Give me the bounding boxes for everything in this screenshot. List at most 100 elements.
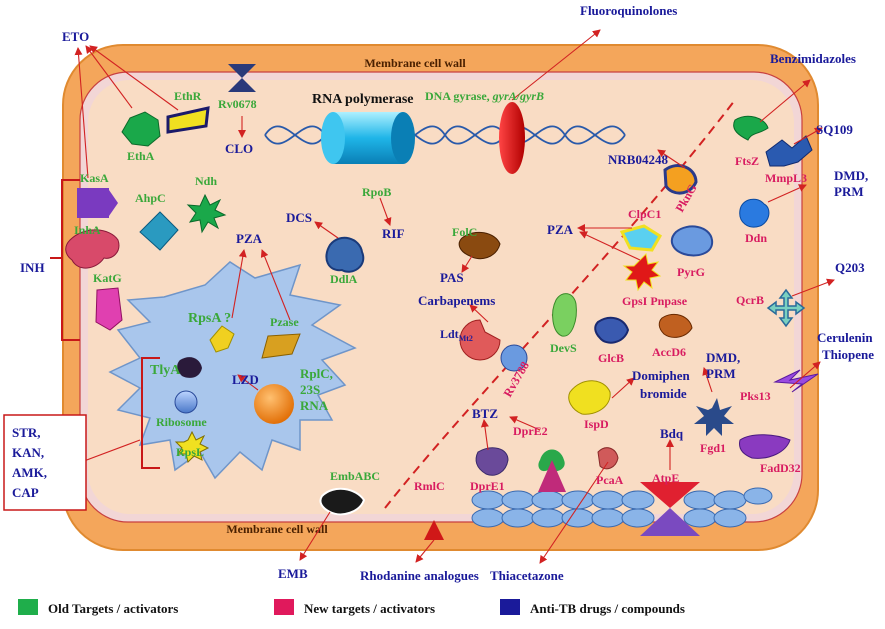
- pzase-shape: [261, 333, 301, 359]
- fadd32-shape: [739, 434, 791, 459]
- drug-str: STR,: [12, 425, 41, 440]
- target-ndh: Ndh: [195, 174, 217, 188]
- legend: Old Targets / activators New targets / a…: [18, 599, 685, 616]
- drug-prm-1: PRM: [834, 184, 864, 199]
- pks13-shape: [773, 369, 819, 393]
- inh-bracket: [61, 179, 80, 341]
- target-embabc: EmbABC: [330, 469, 380, 483]
- rmlc-shape: [424, 520, 444, 540]
- katg-shape: [95, 287, 123, 331]
- drug-thiacetazone: Thiacetazone: [490, 568, 564, 583]
- ddn-shape: [739, 198, 770, 228]
- ndh-shape: [186, 193, 227, 234]
- drug-prm-2: PRM: [706, 366, 736, 381]
- drug-sq109: SQ109: [816, 122, 853, 137]
- str-drug-box: [3, 414, 87, 511]
- target-folc: FolC: [452, 225, 477, 239]
- target-rpsl: RpsL: [176, 445, 204, 459]
- accd6-shape: [658, 313, 693, 338]
- rplc-ball: [254, 384, 294, 424]
- target-ispd: IspD: [584, 417, 609, 431]
- drug-btz: BTZ: [472, 406, 498, 421]
- target-clpc1: ClpC1: [628, 207, 661, 221]
- membrane-top-label: Membrane cell wall: [364, 56, 466, 70]
- ahpc-shape: [139, 211, 179, 251]
- ethr-shape: [166, 106, 210, 134]
- tlya-shape: [177, 357, 202, 378]
- rv0678-hourglass-shape: [228, 64, 256, 92]
- target-fgd1: Fgd1: [700, 441, 726, 455]
- target-accd6: AccD6: [652, 345, 686, 359]
- drug-bromide: bromide: [640, 386, 687, 401]
- legend-label-drug: Anti-TB drugs / compounds: [530, 601, 685, 616]
- target-rplc-2: 23S: [300, 382, 320, 397]
- gpsi-shape: [622, 252, 662, 292]
- target-rpob: RpoB: [362, 185, 391, 199]
- str-bracket: [141, 357, 160, 469]
- ldt-shape: [459, 319, 501, 361]
- target-ahpc: AhpC: [135, 191, 166, 205]
- glcb-shape: [594, 316, 630, 344]
- target-devs: DevS: [550, 341, 577, 355]
- legend-label-new: New targets / activators: [304, 601, 435, 616]
- target-inha: InhA: [74, 223, 101, 237]
- drug-nrb04248: NRB04248: [608, 152, 668, 167]
- target-ribosome: Ribosome: [156, 415, 207, 429]
- atpe-hourglass-shape: [640, 482, 700, 536]
- drug-dcs: DCS: [286, 210, 312, 225]
- target-ldt: LdtMt2: [440, 327, 473, 343]
- target-ethr: EthR: [174, 89, 202, 103]
- target-atpe: AtpE: [652, 471, 679, 485]
- target-tlya: TlyA: [150, 363, 181, 378]
- etha-shape: [121, 111, 161, 147]
- drug-fluoroquinolones: Fluoroquinolones: [580, 3, 677, 18]
- divider-dashed-line: [384, 99, 736, 509]
- legend-label-old: Old Targets / activators: [48, 601, 178, 616]
- ddla-shape: [325, 236, 365, 273]
- drug-pza-right: PZA: [547, 222, 574, 237]
- dna-gyrase-shape: [499, 102, 525, 174]
- drug-thiopene: Thiopene: [822, 347, 874, 362]
- drug-emb: EMB: [278, 566, 308, 581]
- drug-pas: PAS: [440, 270, 464, 285]
- mmpl3-shape: [765, 135, 813, 167]
- target-pyrg: PyrG: [677, 265, 705, 279]
- devs-shape: [552, 293, 577, 337]
- target-glcb: GlcB: [598, 351, 624, 365]
- legend-swatch-old: [18, 599, 38, 615]
- drug-carbapenems: Carbapenems: [418, 293, 495, 308]
- target-rplc-3: RNA: [300, 398, 329, 413]
- target-ftsz: FtsZ: [735, 154, 759, 168]
- target-mmpl3: MmpL3: [765, 171, 807, 185]
- target-rpsa: RpsA ?: [188, 311, 231, 326]
- atp-synthase-beads: [471, 487, 773, 528]
- pyrg-shape: [670, 225, 714, 257]
- target-ddn: Ddn: [745, 231, 767, 245]
- drug-dmd-1: DMD,: [834, 168, 868, 183]
- drug-domiphen: Domiphen: [632, 368, 691, 383]
- drug-benzimidazoles: Benzimidazoles: [770, 51, 856, 66]
- drug-cerulenin: Cerulenin: [817, 330, 873, 345]
- pkng-shape: [663, 164, 698, 195]
- target-etha: EthA: [127, 149, 155, 163]
- ftsz-shape: [733, 115, 769, 141]
- drug-cap: CAP: [12, 485, 39, 500]
- target-kasa: KasA: [80, 171, 109, 185]
- qcrb-cross-shape: [766, 288, 806, 328]
- target-pcaa: PcaA: [596, 473, 624, 487]
- target-rv0678: Rv0678: [218, 97, 257, 111]
- dpre1-shape: [475, 447, 509, 476]
- legend-swatch-drug: [500, 599, 520, 615]
- drug-bdq: Bdq: [660, 426, 684, 441]
- target-fadd32: FadD32: [760, 461, 801, 475]
- ispd-shape: [568, 380, 611, 415]
- clpc1-shape: [619, 224, 663, 252]
- rv3788-shape: [500, 344, 528, 372]
- target-rmlc: RmlC: [414, 479, 445, 493]
- drug-eto: ETO: [62, 29, 89, 44]
- inha-shape: [65, 229, 120, 269]
- drug-q203: Q203: [835, 260, 865, 275]
- drug-rhodanine: Rhodanine analogues: [360, 568, 479, 583]
